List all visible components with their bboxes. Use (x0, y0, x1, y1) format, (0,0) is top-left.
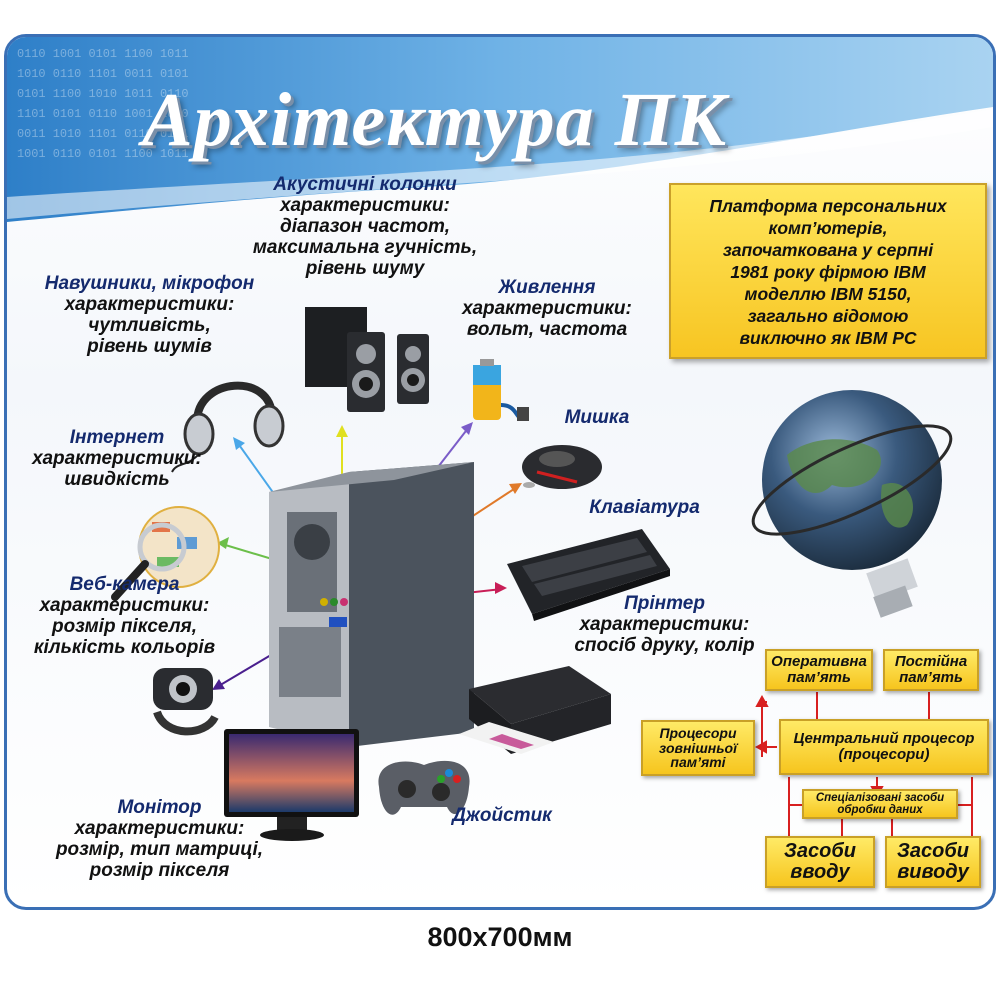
joystick-image (378, 760, 470, 815)
info-line: 1981 року фірмою IBM (730, 262, 926, 282)
headphones-line: характеристики: (64, 294, 235, 315)
webcam-label: Веб-камера характеристики: розмір піксел… (12, 574, 237, 658)
title-banner: 0110 1001 0101 1100 1011 1010 0110 1101 … (7, 37, 993, 222)
printer-label: Прінтер характеристики: спосіб друку, ко… (557, 593, 772, 656)
power-heading: Живлення (498, 277, 596, 298)
rom-line: пам’ять (899, 669, 963, 686)
joystick-heading: Джойстик (452, 805, 552, 826)
input-line: Засоби (784, 840, 856, 862)
info-line: загально відомою (747, 306, 909, 326)
power-line: характеристики: (462, 298, 632, 319)
info-line: започаткована у серпні (722, 240, 934, 260)
info-line: комп’ютерів, (768, 218, 888, 238)
printer-line: характеристики: (579, 614, 750, 635)
power-battery-image (473, 359, 529, 421)
speakers-heading: Акустичні колонки (273, 174, 457, 195)
printer-image (459, 666, 611, 754)
svg-text:1001 0110 0101 1100 1011: 1001 0110 0101 1100 1011 (17, 147, 189, 161)
cpu-box: Центральний процесор(процесори) (779, 719, 989, 775)
headphones-image (171, 381, 285, 473)
keyboard-heading: Клавіатура (589, 497, 700, 518)
special-line: Спеціалізовані засоби (815, 791, 945, 804)
special-line: обробки даних (837, 804, 923, 816)
poster-dimensions: 800x700мм (427, 922, 573, 952)
output-line: виводу (897, 861, 969, 883)
rom-line: Постійна (894, 653, 968, 671)
architecture-diagram-connectors (754, 692, 979, 874)
globe-lightbulb-image (751, 390, 953, 618)
speakers-line: характеристики: (280, 195, 450, 216)
internet-magnifier-image (111, 506, 220, 601)
monitor-line: розмір пікселя (89, 860, 230, 881)
speakers-line: діапазон частот, (280, 216, 450, 237)
mouse-label: Мишка (547, 407, 647, 428)
monitor-line: характеристики: (74, 818, 245, 839)
webcam-image (153, 668, 219, 736)
poster: 0110 1001 0101 1100 1011 1010 0110 1101 … (4, 34, 996, 910)
power-line: вольт, частота (466, 319, 628, 340)
webcam-line: кількість кольорів (33, 637, 216, 658)
headphones-line: рівень шумів (87, 336, 212, 357)
svg-text:1101 0101 0110 1001 1010: 1101 0101 0110 1001 1010 (17, 107, 189, 121)
monitor-image (224, 729, 359, 841)
speakers-label: Акустичні колонки характеристики: діапаз… (235, 174, 495, 279)
internet-heading: Інтернет (69, 427, 165, 448)
info-line: моделлю IBM 5150, (744, 284, 912, 304)
keyboard-label: Клавіатура (577, 497, 712, 518)
mouse-image (522, 445, 602, 489)
printer-line: спосіб друку, колір (574, 635, 755, 656)
ram-line: Оперативна (771, 653, 867, 671)
ext-mem-line: зовнішньої (659, 739, 737, 756)
headphones-line: чутливість, (88, 315, 211, 336)
headphones-heading: Навушники, мікрофон (44, 273, 255, 294)
webcam-line: розмір пікселя, (51, 616, 198, 637)
svg-text:1010 0110 1101 0011 0101: 1010 0110 1101 0011 0101 (17, 67, 189, 81)
info-line: Платформа персональних (709, 196, 947, 216)
printer-heading: Прінтер (624, 593, 705, 614)
keyboard-image (507, 529, 670, 621)
output-line: Засоби (897, 840, 969, 862)
ram-line: пам’ять (787, 669, 851, 686)
ext-mem-line: Процесори (659, 724, 737, 741)
speakers-line: рівень шуму (305, 258, 425, 279)
svg-text:0101 1100 1010 1011 0110: 0101 1100 1010 1011 0110 (17, 87, 189, 101)
internet-line: швидкість (64, 469, 170, 490)
cpu-line: Центральний процесор (793, 730, 975, 748)
svg-text:0011 1010 1101 0110 0101: 0011 1010 1101 0110 0101 (17, 127, 189, 141)
input-line: вводу (790, 861, 850, 883)
monitor-label: Монітор характеристики: розмір, тип матр… (47, 797, 272, 881)
info-line: виключно як IBM PC (739, 328, 917, 348)
internet-label: Інтернет характеристики: швидкість (12, 427, 222, 490)
webcam-heading: Веб-камера (69, 574, 180, 595)
joystick-label: Джойстик (437, 805, 567, 826)
ext-mem-line: пам’яті (670, 754, 726, 771)
internet-line: характеристики: (32, 448, 202, 469)
speakers-image (305, 307, 429, 412)
svg-text:0110 1001 0101 1100 1011: 0110 1001 0101 1100 1011 (17, 47, 189, 61)
mouse-heading: Мишка (564, 407, 630, 428)
headphones-label: Навушники, мікрофон характеристики: чутл… (37, 273, 262, 357)
speakers-line: максимальна гучність, (252, 237, 478, 258)
page-title: Архітектура ПК (142, 78, 728, 162)
ibm-pc-info-box: Платформа персональних комп’ютерів, запо… (669, 183, 987, 359)
pc-system-unit-image (269, 462, 474, 747)
webcam-line: характеристики: (39, 595, 210, 616)
monitor-line: розмір, тип матриці, (55, 839, 264, 860)
cpu-line: (процесори) (838, 746, 930, 763)
monitor-heading: Монітор (117, 797, 202, 818)
power-label: Живлення характеристики: вольт, частота (447, 277, 647, 340)
